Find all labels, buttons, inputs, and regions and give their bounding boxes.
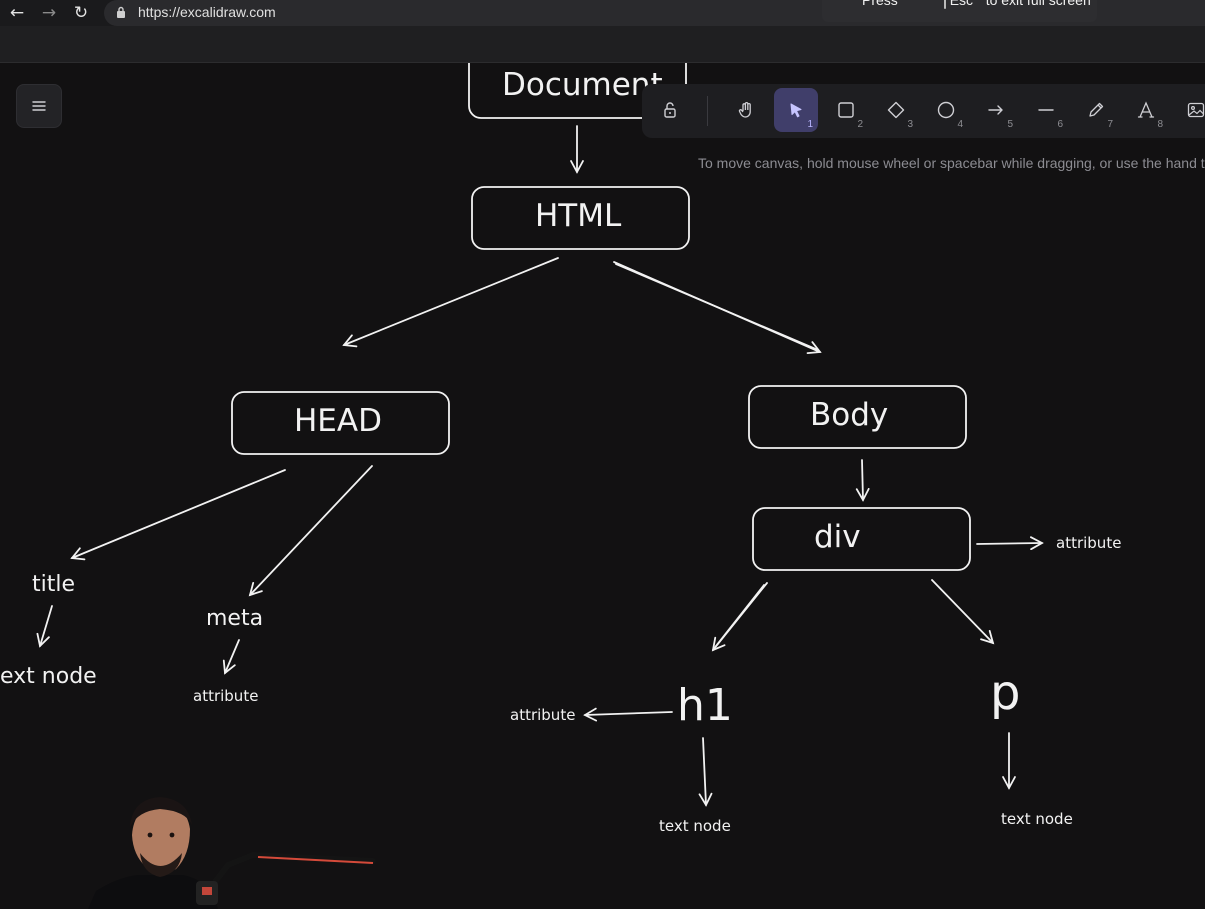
reload-icon[interactable]: ↻ [73,3,89,23]
browser-chrome: ← → ↻ https://excalidraw.com Press Esc t… [0,0,1205,63]
tool-key: 3 [907,119,913,130]
title-text-node[interactable]: ext node [0,664,97,689]
line-icon [1038,109,1054,111]
tool-selection[interactable]: 1 [774,88,818,132]
arrow-html-head [342,257,559,348]
tool-key: 2 [857,119,863,130]
tools-toolbar: 1 2 3 4 5 6 7 [642,84,1205,138]
div-attribute[interactable]: attribute [1056,534,1122,552]
back-arrow-icon[interactable]: ← [9,3,25,23]
tool-ellipse[interactable]: 4 [924,88,968,132]
presenter-webcam [88,797,376,909]
arrow-body-div [855,459,870,502]
arrow-h1-text [698,737,713,807]
circle-icon [937,101,955,119]
tool-draw[interactable]: 7 [1074,88,1118,132]
node-h1[interactable]: h1 [677,680,733,731]
tool-hand[interactable] [724,88,768,132]
tool-line[interactable]: 6 [1024,88,1068,132]
arrow-head-meta [248,465,373,597]
node-head[interactable]: HEAD [294,403,382,439]
fullscreen-toast: Press Esc to exit full screen [822,0,1097,22]
html-box [471,186,690,250]
arrow-title-text [36,605,53,648]
toast-suffix: to exit full screen [985,0,1091,8]
image-icon [1187,102,1205,118]
head-box [231,391,450,455]
text-icon [1137,101,1155,118]
arrow-meta-attribute [222,639,240,675]
arrow-div-h1-double [715,584,765,647]
body-box [748,385,967,449]
tool-key: 6 [1057,119,1063,130]
tool-diamond[interactable]: 3 [874,88,918,132]
div-box [752,507,971,571]
tool-key: 4 [957,119,963,130]
arrow-html-body-double [615,263,819,351]
node-body[interactable]: Body [810,397,889,433]
unlock-icon [664,102,676,118]
node-document[interactable]: Document [502,67,663,103]
tool-key: 7 [1107,119,1113,130]
pointer-icon [790,103,802,118]
node-meta[interactable]: meta [206,606,264,631]
url-text[interactable]: https://excalidraw.com [138,4,276,20]
tool-key: 1 [807,119,813,130]
tool-lock[interactable] [648,88,692,132]
pencil-icon [1089,102,1104,117]
toolbar-divider [707,96,708,126]
forward-arrow-icon[interactable]: → [41,3,57,23]
h1-attribute[interactable]: attribute [510,706,576,724]
node-html[interactable]: HTML [535,198,622,234]
diamond-icon [887,101,905,119]
tool-image[interactable] [1174,88,1205,132]
arrow-h1-attribute [583,707,673,722]
toast-key-label: Esc [949,0,974,8]
hamburger-icon [32,101,46,111]
arrow-div-attribute [976,536,1044,551]
tool-text[interactable]: 8 [1124,88,1168,132]
node-title[interactable]: title [32,572,76,597]
tool-arrow[interactable]: 5 [974,88,1018,132]
arrow-head-title [70,469,286,561]
toast-key: Esc [943,0,973,9]
tool-key: 5 [1007,119,1013,130]
rectangle-icon [838,102,854,118]
arrow-icon [988,105,1003,115]
node-div[interactable]: div [814,519,861,555]
tool-key: 8 [1157,119,1163,130]
p-text-node[interactable]: text node [1001,810,1073,828]
h1-text-node[interactable]: text node [659,817,731,835]
lock-icon [117,6,125,18]
drawing-canvas[interactable] [0,63,1205,909]
canvas-hint: To move canvas, hold mouse wheel or spac… [698,155,1205,171]
diagram-shapes [36,63,1044,807]
main-menu-button[interactable] [16,84,62,128]
toast-prefix: Press [862,0,898,8]
hand-icon [738,102,751,118]
node-p[interactable]: p [990,665,1021,721]
meta-attribute[interactable]: attribute [193,687,259,705]
tool-rectangle[interactable]: 2 [824,88,868,132]
arrow-div-p [931,579,995,645]
